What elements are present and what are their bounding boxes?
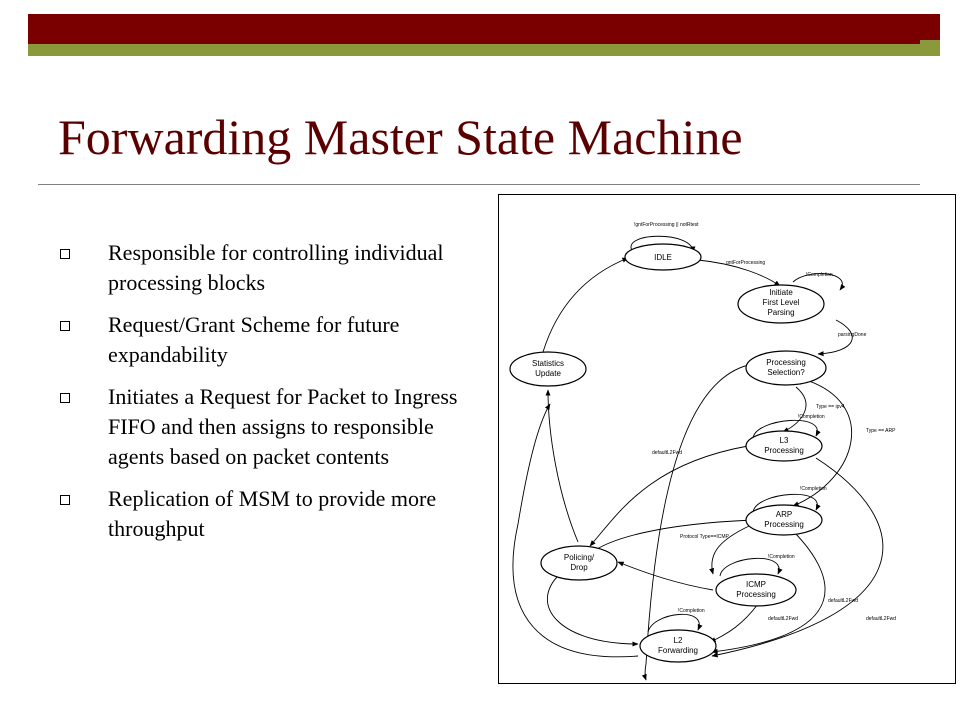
bullet-list: Responsible for controlling individual p…: [60, 238, 470, 556]
edge-policing-l2: [547, 573, 639, 647]
state-icmp-label-2: Processing: [736, 590, 776, 599]
state-icmp-label-1: ICMP: [746, 580, 766, 589]
bullet-text: Responsible for controlling individual p…: [108, 240, 444, 295]
edge-selection-l3: [782, 386, 807, 433]
header-square-red: [920, 14, 940, 40]
state-initiate-label-2: First Level: [763, 298, 800, 307]
edge-label-parsing-done: parsingDone: [838, 332, 867, 338]
state-idle: IDLE: [624, 243, 702, 271]
state-processing-selection: Processing Selection?: [745, 350, 827, 386]
bullet-item: Responsible for controlling individual p…: [60, 238, 470, 298]
state-policing-label-1: Policing/: [564, 553, 595, 562]
state-l2-label-2: Forwarding: [658, 646, 698, 655]
edge-icmp-self: [719, 557, 783, 577]
state-selection-label-1: Processing: [766, 358, 806, 367]
state-arp-processing: ARP Processing: [745, 504, 823, 536]
state-initiate-label-1: Initiate: [769, 288, 793, 297]
edge-label-type-arp: Type == ARP: [866, 428, 896, 434]
edge-selection-l2: [641, 363, 754, 681]
state-policing-drop: Policing/ Drop: [540, 545, 618, 581]
square-bullet-icon: [60, 393, 70, 403]
header-bar-green: [28, 44, 920, 56]
state-l3-label-2: Processing: [764, 446, 804, 455]
edge-l3-l2: [711, 457, 884, 658]
slide-title: Forwarding Master State Machine: [58, 109, 743, 165]
edge-label-default-l2fwd-arp: defaultL2Fwd: [828, 598, 858, 604]
state-icmp-processing: ICMP Processing: [715, 573, 797, 607]
state-statistics-update: Statistics Update: [509, 351, 587, 387]
edge-initiate-selection: [817, 319, 853, 357]
edge-label-idle-self: !gntForProcessing || notRtest: [634, 222, 699, 228]
edge-policing-statistics: [545, 389, 579, 543]
state-statistics-label-1: Statistics: [532, 359, 564, 368]
state-arp-label-2: Processing: [764, 520, 804, 529]
state-policing-label-2: Drop: [570, 563, 588, 572]
edge-label-completion-icmp: !Completion: [768, 554, 795, 560]
edge-idle-self: [630, 235, 696, 253]
edge-label-default-l2fwd-icmp: defaultL2Fwd: [768, 616, 798, 622]
edge-l3-self: [752, 419, 821, 439]
header-square-green: [920, 40, 940, 56]
edge-icmp-l2: [709, 603, 759, 643]
square-bullet-icon: [60, 249, 70, 259]
bullet-text: Initiates a Request for Packet to Ingres…: [108, 384, 458, 469]
edge-l2-statistics: [512, 403, 639, 658]
edge-labels: !gntForProcessing || notRtest gntForProc…: [634, 222, 896, 622]
edge-label-protocol-icmp: Protocol Type==ICMP: [680, 534, 729, 540]
bullet-text: Replication of MSM to provide more throu…: [108, 486, 437, 541]
state-selection-label-2: Selection?: [767, 368, 805, 377]
bullet-item: Replication of MSM to provide more throu…: [60, 484, 470, 544]
edge-initiate-self: [792, 273, 846, 291]
state-statistics-label-2: Update: [535, 369, 561, 378]
edge-label-completion-initiate: !Completion: [806, 272, 833, 278]
edge-label-completion-l2: !Completion: [678, 608, 705, 614]
state-l3-label-1: L3: [780, 436, 789, 445]
state-l2-forwarding: L2 Forwarding: [639, 629, 717, 663]
state-initiate-first-level-parsing: Initiate First Level Parsing: [737, 284, 825, 324]
edge-label-default-l2fwd-l3: defaultL2Fwd: [866, 616, 896, 622]
edge-label-type-ipv4: Type == ipv4: [816, 404, 845, 410]
bullet-text: Request/Grant Scheme for future expandab…: [108, 312, 400, 367]
edge-arp-icmp: [709, 521, 759, 575]
edge-label-gnt: gntForProcessing: [726, 260, 765, 266]
diagram-frame: [498, 194, 956, 684]
edge-idle-initiate: [697, 259, 781, 287]
square-bullet-icon: [60, 321, 70, 331]
state-l2-label-1: L2: [674, 636, 683, 645]
bullet-item: Request/Grant Scheme for future expandab…: [60, 310, 470, 370]
edge-statistics-idle: [542, 257, 629, 353]
edge-l3-policing: [589, 445, 749, 547]
header-bar-red: [28, 14, 920, 44]
title-divider: [38, 184, 920, 185]
state-machine-svg: !gntForProcessing || notRtest gntForProc…: [498, 194, 956, 684]
edge-l2-self: [647, 613, 703, 633]
edge-label-default-l2fwd-sel: defaultL2Fwd: [652, 450, 682, 456]
state-l3-processing: L3 Processing: [745, 430, 823, 462]
edge-label-completion-arp: !Completion: [800, 486, 827, 492]
state-machine-diagram: !gntForProcessing || notRtest gntForProc…: [498, 194, 956, 684]
edge-selection-arp: [792, 379, 852, 507]
edge-icmp-policing: [617, 561, 714, 591]
square-bullet-icon: [60, 495, 70, 505]
state-initiate-label-3: Parsing: [767, 308, 794, 317]
header-bar: [28, 14, 940, 56]
state-arp-label-1: ARP: [776, 510, 792, 519]
edge-arp-l2: [711, 525, 826, 654]
edge-label-completion-l3: !Completion: [798, 414, 825, 420]
edge-arp-self: [752, 493, 821, 513]
bullet-item: Initiates a Request for Packet to Ingres…: [60, 382, 470, 472]
state-idle-label: IDLE: [654, 253, 672, 262]
